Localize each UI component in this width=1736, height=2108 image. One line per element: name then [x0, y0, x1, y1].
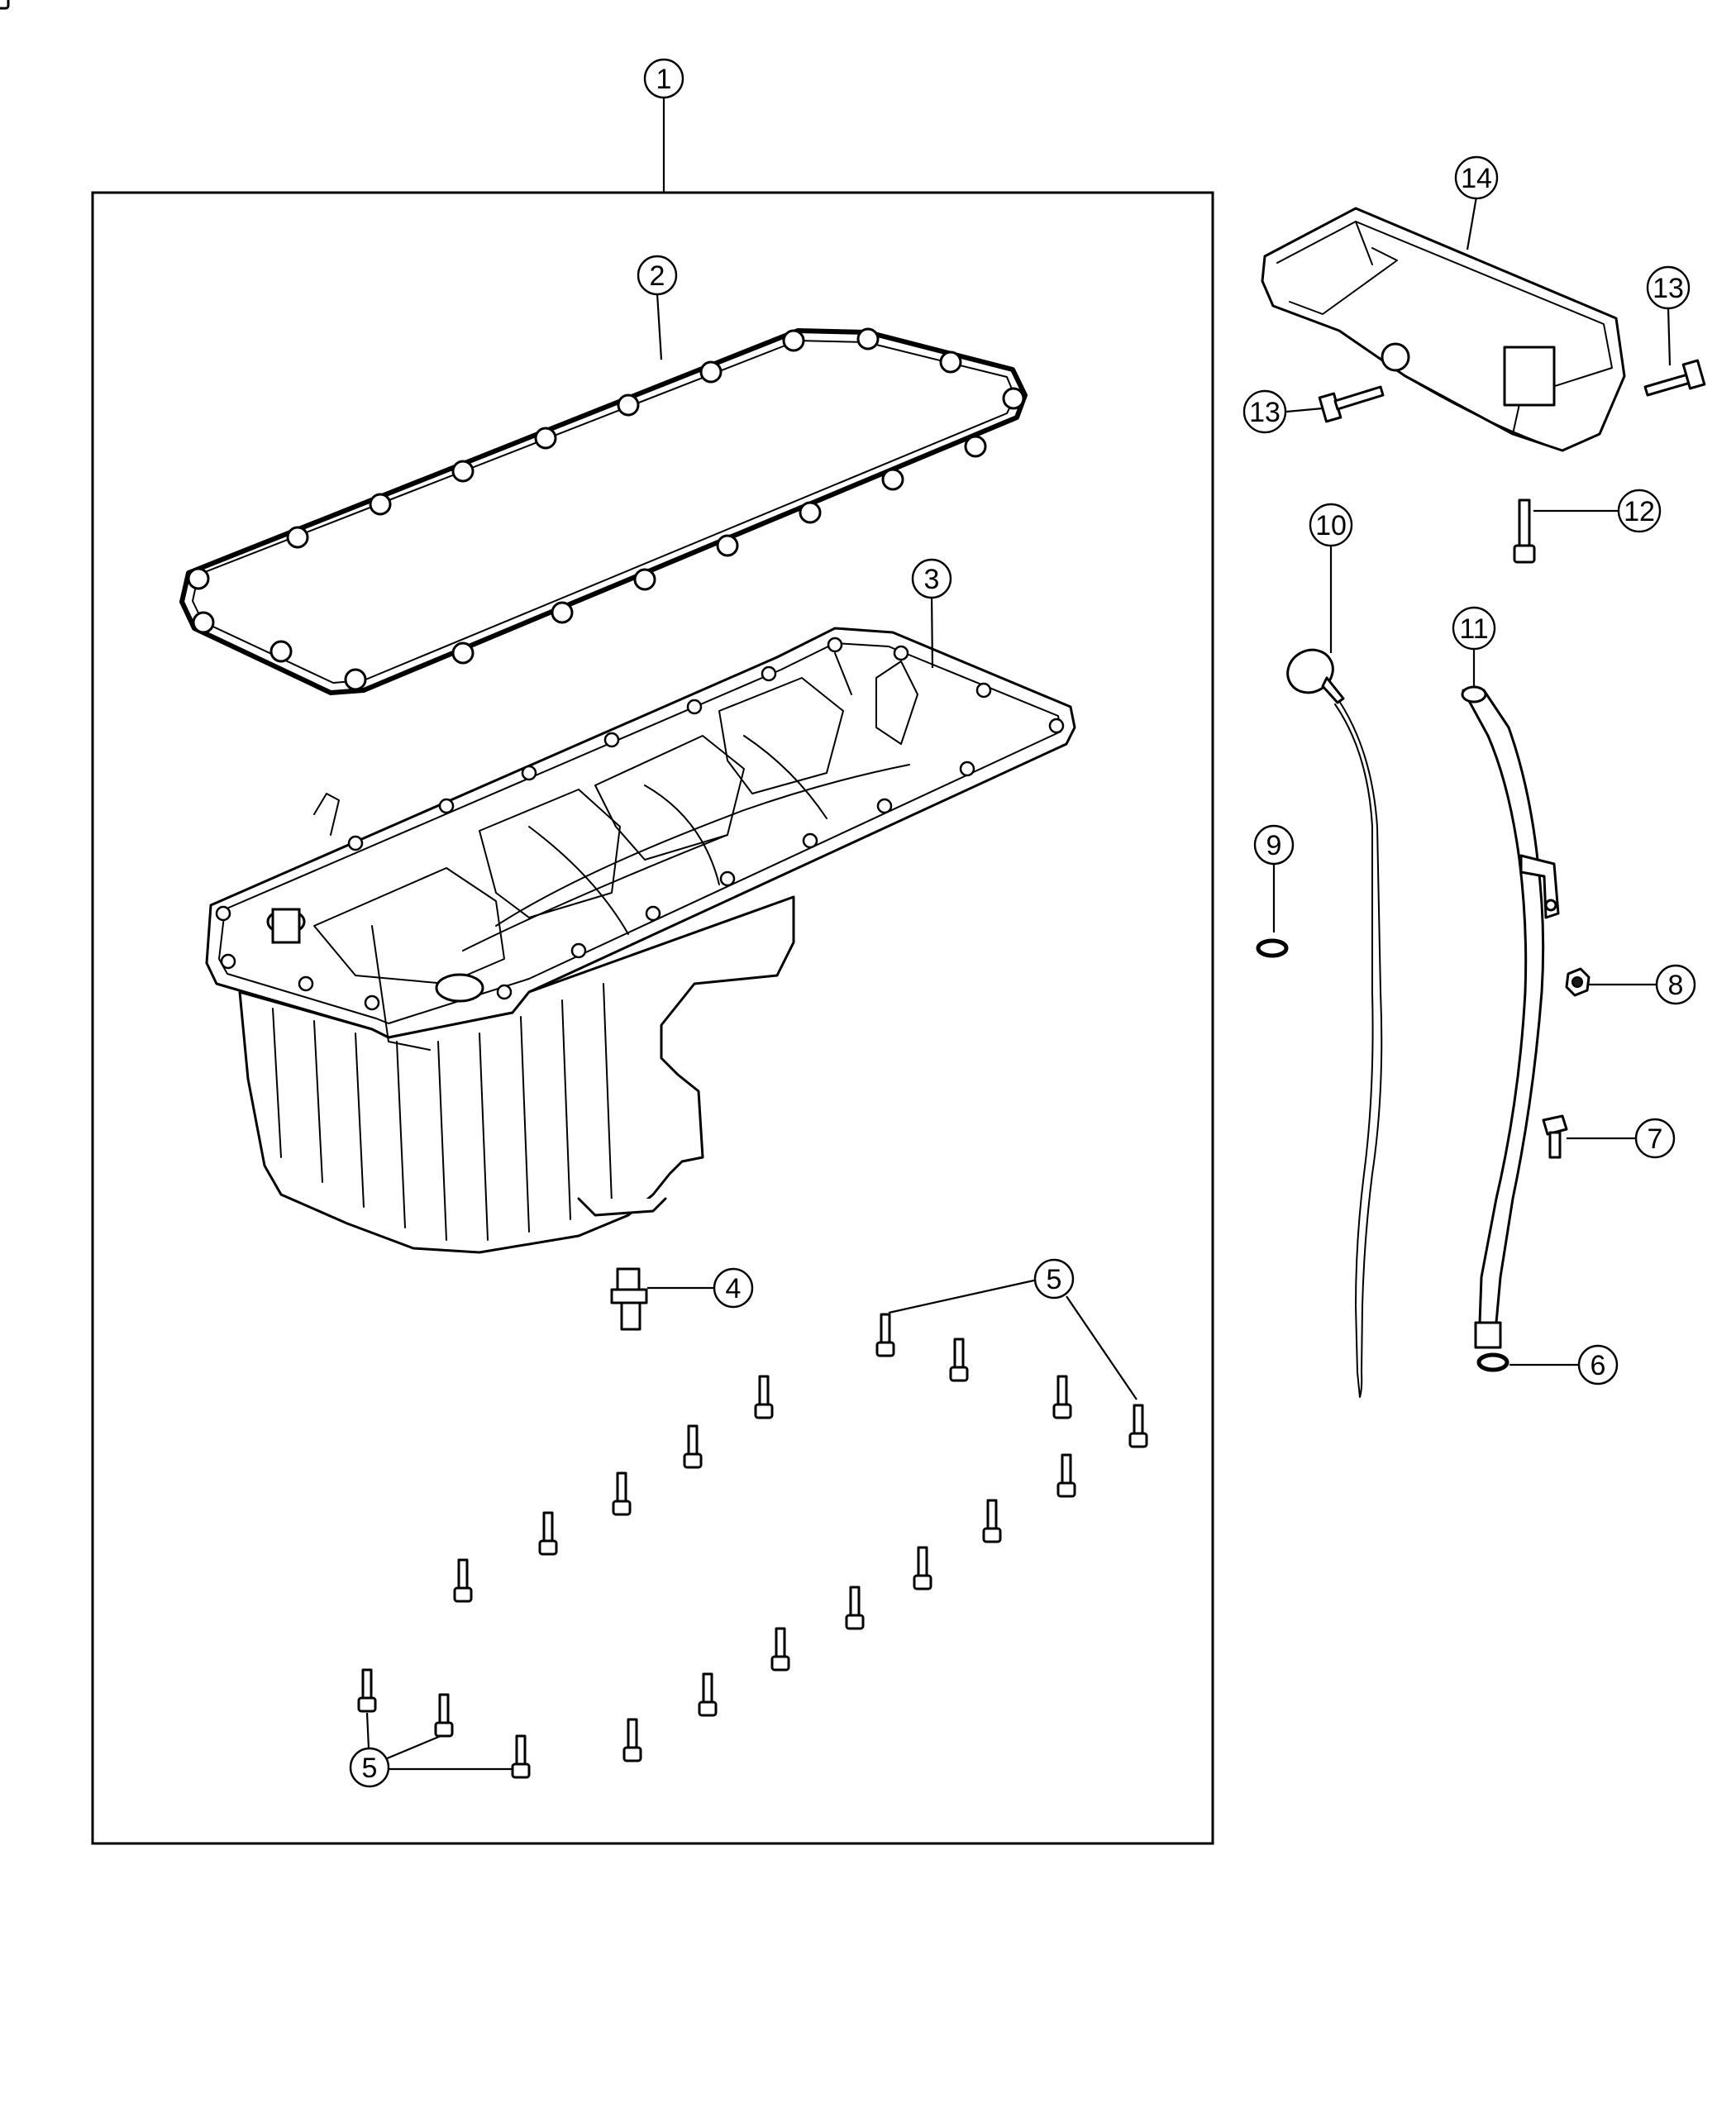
svg-text:1: 1	[656, 64, 672, 95]
leader-5b-1	[365, 1712, 370, 1749]
svg-text:12: 12	[1624, 496, 1655, 527]
svg-text:6: 6	[1591, 1350, 1606, 1381]
oil-pan	[205, 627, 1076, 1254]
callout-7: 7	[1634, 1118, 1676, 1159]
svg-text:11: 11	[1459, 613, 1488, 645]
callout-12: 12	[1617, 489, 1662, 533]
oil-pan-gasket	[179, 327, 1028, 695]
dipstick-tube	[1461, 685, 1560, 1349]
drain-plug	[610, 1267, 648, 1331]
svg-text:5: 5	[362, 1753, 378, 1784]
callout-3: 3	[911, 558, 952, 599]
callout-13a: 13	[1646, 265, 1691, 310]
leader-13a	[1667, 307, 1672, 366]
assembly-frame	[91, 191, 1214, 1845]
callout-5b: 5	[349, 1747, 390, 1788]
callout-8: 8	[1655, 964, 1696, 1005]
skid-plate-bolt-left	[1318, 385, 1385, 423]
callout-5a: 5	[1033, 1258, 1075, 1300]
oil-pan-bolts	[0, 0, 1148, 1779]
tube-bolt	[1542, 1114, 1568, 1159]
callout-6: 6	[1577, 1344, 1619, 1385]
svg-text:10: 10	[1315, 510, 1347, 541]
callout-4: 4	[713, 1267, 754, 1309]
callout-11: 11	[1452, 606, 1496, 651]
leader-13b	[1285, 407, 1323, 413]
svg-text:9: 9	[1266, 830, 1282, 861]
tube-o-ring	[1476, 1352, 1509, 1372]
callout-2: 2	[637, 255, 678, 296]
callout-9: 9	[1253, 824, 1295, 866]
callout-13b: 13	[1242, 389, 1287, 434]
svg-text:4: 4	[726, 1273, 742, 1304]
leader-5a-2	[1066, 1295, 1137, 1400]
callout-14: 14	[1454, 155, 1499, 200]
leader-5a-1	[888, 1278, 1038, 1314]
leader-2	[656, 293, 663, 360]
callout-1: 1	[643, 58, 684, 99]
tube-nut	[1565, 967, 1591, 997]
leader-5b-2	[384, 1734, 441, 1761]
callout-10: 10	[1309, 503, 1353, 547]
oil-dipstick	[1286, 648, 1383, 1398]
svg-text:13: 13	[1249, 397, 1281, 428]
svg-text:8: 8	[1668, 970, 1684, 1001]
svg-text:2: 2	[650, 260, 665, 292]
dipstick-o-ring	[1256, 938, 1289, 958]
skid-plate-bolt-right	[1643, 359, 1706, 397]
svg-text:3: 3	[924, 564, 940, 595]
svg-text:13: 13	[1653, 273, 1684, 304]
leader-14	[1466, 196, 1478, 250]
svg-text:14: 14	[1461, 163, 1492, 194]
svg-text:7: 7	[1648, 1123, 1663, 1155]
stud-bolt	[1513, 498, 1536, 564]
svg-text:5: 5	[1047, 1264, 1062, 1295]
skid-plate	[1261, 207, 1626, 452]
